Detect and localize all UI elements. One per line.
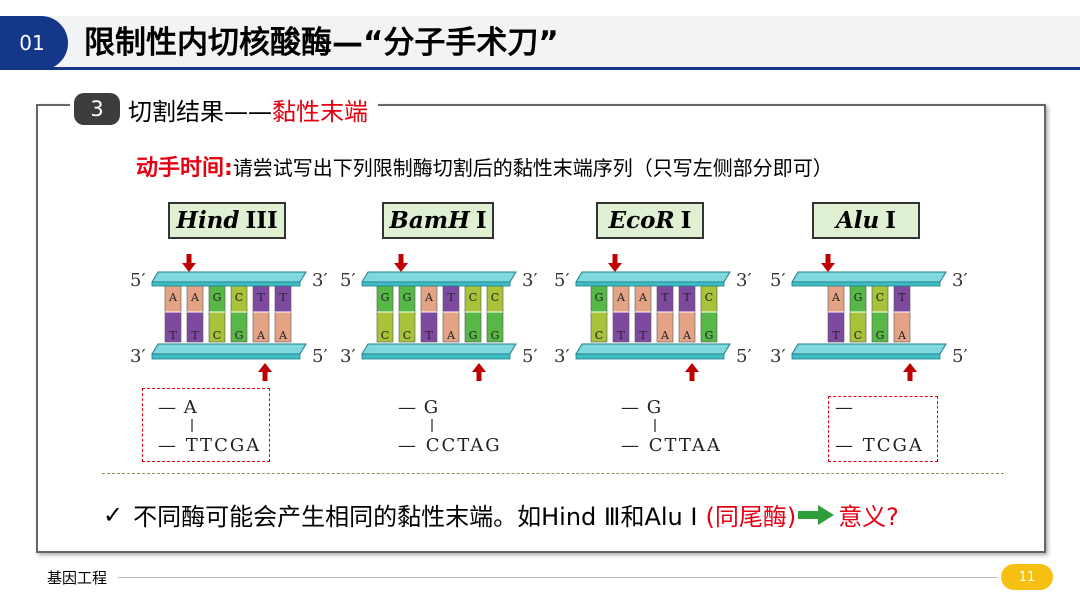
enzyme-roman: I <box>680 207 692 234</box>
enzyme-name: Hind <box>176 207 240 234</box>
dashed-divider <box>102 473 1004 474</box>
subheading-highlight: 黏性末端 <box>272 97 368 126</box>
step-number-badge: 3 <box>74 93 120 125</box>
subheading: 3 切割结果——黏性末端 <box>70 89 378 129</box>
conclusion-highlight: (同尾酶) <box>705 503 797 531</box>
page-title: 限制性内切核酸酶—“分子手术刀” <box>84 25 559 61</box>
enzyme-roman: I <box>885 207 897 234</box>
header-bar <box>0 16 1080 70</box>
answer-box-hind <box>142 388 270 462</box>
green-arrow-icon <box>798 504 835 525</box>
footer-divider <box>118 577 998 578</box>
enzyme-roman: III <box>245 207 278 234</box>
content-frame <box>36 104 1046 553</box>
conclusion-text: 不同酶可能会产生相同的黏性末端。如Hind Ⅲ和Alu Ⅰ <box>133 503 698 531</box>
subheading-text: 切割结果——黏性末端 <box>128 92 368 127</box>
enzyme-name: EcoR <box>608 207 675 234</box>
answer-box-alu <box>828 396 938 462</box>
page-number-badge: 11 <box>1001 564 1053 590</box>
subheading-prefix: 切割结果—— <box>128 97 272 126</box>
conclusion-tail: 意义? <box>838 503 899 531</box>
enzyme-name: BamH <box>389 207 470 234</box>
check-icon: ✓ <box>103 500 124 529</box>
instruction-text: 请尝试写出下列限制酶切割后的黏性末端序列（只写左侧部分即可） <box>232 156 833 180</box>
instruction-line: 动手时间:请尝试写出下列限制酶切割后的黏性末端序列（只写左侧部分即可） <box>136 150 833 182</box>
conclusion-line: ✓ 不同酶可能会产生相同的黏性末端。如Hind Ⅲ和Alu Ⅰ (同尾酶) 意义… <box>103 497 899 532</box>
instruction-label: 动手时间: <box>136 156 233 181</box>
enzyme-name: Alu <box>835 207 880 234</box>
section-number-badge: 01 <box>0 16 68 70</box>
footer-label: 基因工程 <box>47 569 108 587</box>
enzyme-roman: I <box>475 207 487 234</box>
